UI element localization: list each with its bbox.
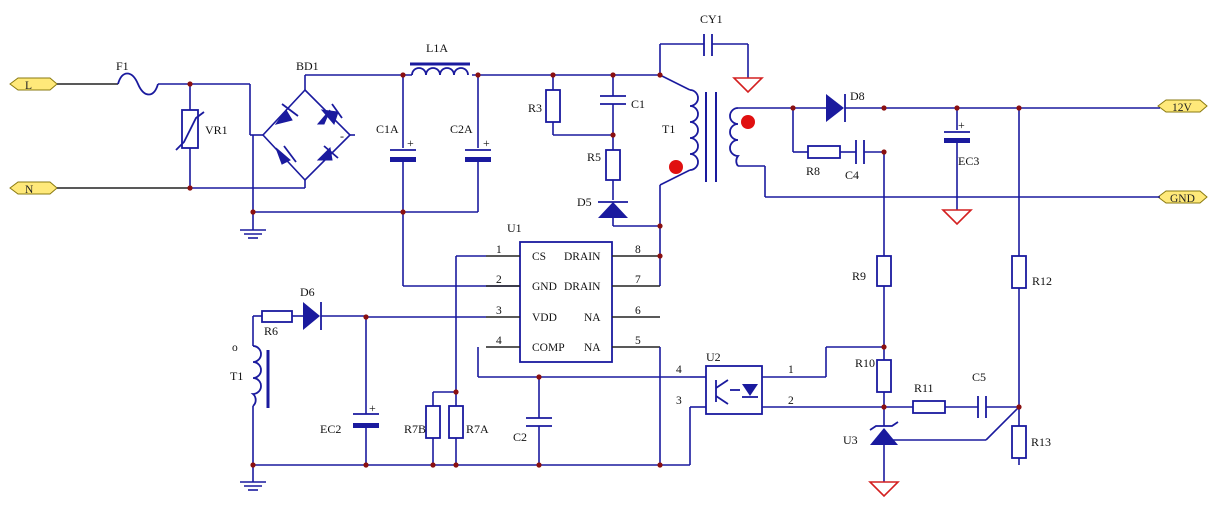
capacitor-C2: C2 [513, 417, 552, 444]
svg-text:+: + [369, 401, 376, 415]
svg-text:-: - [340, 129, 344, 143]
svg-text:C2: C2 [513, 430, 527, 444]
svg-text:8: 8 [635, 244, 641, 256]
port-N: N [9, 181, 58, 196]
svg-text:2: 2 [788, 395, 794, 407]
svg-text:R8: R8 [806, 164, 820, 178]
svg-text:R6: R6 [264, 324, 278, 338]
primary-lower-wires [253, 255, 706, 466]
resistor-R7B: R7B [404, 405, 441, 439]
svg-text:R7A: R7A [466, 422, 489, 436]
svg-text:+: + [483, 136, 490, 150]
svg-text:VR1: VR1 [205, 123, 228, 137]
svg-text:NA: NA [584, 342, 601, 354]
capacitor-C2A: + C2A [450, 122, 491, 162]
transformer-T1: T1 [659, 44, 766, 286]
svg-text:+: + [407, 136, 414, 150]
svg-text:D5: D5 [577, 195, 592, 209]
svg-text:U2: U2 [706, 350, 721, 364]
svg-text:5: 5 [635, 335, 641, 347]
svg-text:C1A: C1A [376, 122, 399, 136]
svg-text:EC2: EC2 [320, 422, 341, 436]
svg-text:L1A: L1A [426, 41, 448, 55]
fuse-F1: F1 [116, 59, 159, 96]
svg-text:CY1: CY1 [700, 12, 723, 26]
svg-text:U1: U1 [507, 221, 522, 235]
svg-text:4: 4 [676, 364, 682, 376]
svg-text:CS: CS [532, 251, 546, 263]
svg-text:o: o [232, 342, 238, 354]
svg-text:R13: R13 [1031, 435, 1051, 449]
chip-U1: U1 1 2 3 4 8 7 6 5 CS GND VDD COMP DRAIN… [486, 221, 660, 363]
svg-text:BD1: BD1 [296, 59, 319, 73]
svg-text:U3: U3 [843, 433, 858, 447]
svg-text:12V: 12V [1172, 102, 1193, 114]
svg-text:EC3: EC3 [958, 154, 979, 168]
svg-text:T1: T1 [662, 122, 675, 136]
svg-text:DRAIN: DRAIN [564, 251, 601, 263]
svg-text:3: 3 [496, 305, 502, 317]
svg-text:R3: R3 [528, 101, 542, 115]
svg-text:COMP: COMP [532, 342, 565, 354]
svg-text:R5: R5 [587, 150, 601, 164]
svg-text:1: 1 [496, 244, 502, 256]
svg-text:C5: C5 [972, 370, 986, 384]
svg-text:4: 4 [496, 335, 502, 347]
feedback-network: R9 R10 R11 C5 R12 R13 U3 [825, 108, 1052, 498]
svg-text:D6: D6 [300, 285, 315, 299]
port-gnd: GND [1157, 190, 1208, 205]
capacitor-EC3: + EC3 [941, 108, 979, 226]
svg-text:GND: GND [1170, 193, 1195, 205]
svg-text:GND: GND [532, 281, 557, 293]
svg-text:R11: R11 [914, 381, 934, 395]
ground-primary-top [240, 228, 266, 239]
capacitor-CY1: CY1 [660, 12, 764, 94]
svg-text:3: 3 [676, 395, 682, 407]
svg-text:7: 7 [635, 274, 641, 286]
inductor-L1A: L1A [410, 41, 470, 76]
optocoupler-U2: U2 4 3 1 2 [676, 350, 884, 415]
svg-text:R9: R9 [852, 269, 866, 283]
port-12v: 12V [1157, 99, 1208, 114]
capacitor-C1A: + C1A [376, 122, 416, 162]
svg-text:N: N [25, 184, 34, 196]
svg-text:R12: R12 [1032, 274, 1052, 288]
varistor-VR1: VR1 [175, 109, 228, 151]
bridge-rectifier-BD1: BD1 - [261, 59, 355, 188]
svg-text:D8: D8 [850, 89, 865, 103]
svg-text:F1: F1 [116, 59, 129, 73]
svg-text:C2A: C2A [450, 122, 473, 136]
secondary-output: D8 R8 C4 [760, 89, 1160, 198]
port-L: L [9, 77, 58, 92]
input-wires [57, 83, 305, 189]
capacitor-EC2: + EC2 [320, 401, 379, 436]
svg-text:6: 6 [635, 305, 641, 317]
ground-primary-bottom [240, 465, 266, 491]
svg-text:L: L [25, 80, 32, 92]
aux-winding: o T1 R6 D6 [230, 285, 366, 465]
svg-text:C4: C4 [845, 168, 859, 182]
svg-text:NA: NA [584, 312, 601, 324]
svg-text:VDD: VDD [532, 312, 557, 324]
svg-text:T1: T1 [230, 369, 243, 383]
svg-text:+: + [958, 118, 965, 132]
junctions [187, 72, 1022, 468]
svg-text:DRAIN: DRAIN [564, 281, 601, 293]
svg-text:2: 2 [496, 274, 502, 286]
svg-text:C1: C1 [631, 97, 645, 111]
svg-text:R10: R10 [855, 356, 875, 370]
snubber: R3 C1 R5 D5 [528, 75, 660, 227]
svg-text:1: 1 [788, 364, 794, 376]
resistor-R7A: R7A [448, 405, 489, 439]
svg-text:R7B: R7B [404, 422, 426, 436]
